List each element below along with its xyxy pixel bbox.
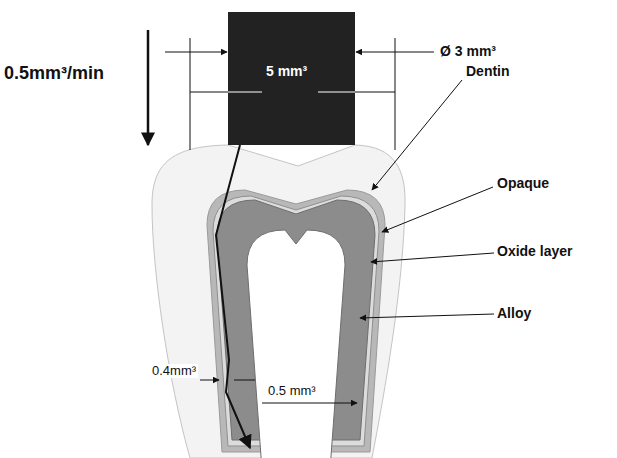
leader-line [360,314,494,318]
dimension-label: 0.4mm³ [150,364,198,378]
part-label: Opaque [497,176,549,191]
dimension-arrow [262,403,357,404]
dimension-line [355,92,395,93]
dimension-arrow [200,380,219,381]
part-label: Alloy [497,306,531,321]
dimension-line [234,380,255,381]
leader-line [382,187,493,232]
dimension-label: 0.5 mm³ [266,384,318,398]
extension-line [395,38,396,150]
dimension-label: Ø 3 mm³ [440,44,496,59]
part-label: Dentin [466,64,510,79]
part-label: Oxide layer [497,244,573,259]
dimension-line [228,92,262,93]
load-arrow [147,30,150,145]
dimension-label: 5 mm³ [266,64,307,79]
inner-cavity [247,230,345,458]
indenter [228,12,355,145]
rate-label: 0.5mm³/min [4,64,104,84]
extension-line [190,38,191,150]
dimension-line [318,92,355,93]
crack-path [216,145,250,448]
dimension-line [190,92,228,93]
dimension-arrow [165,52,227,53]
leader-line [371,253,494,262]
leader-line [372,80,462,190]
